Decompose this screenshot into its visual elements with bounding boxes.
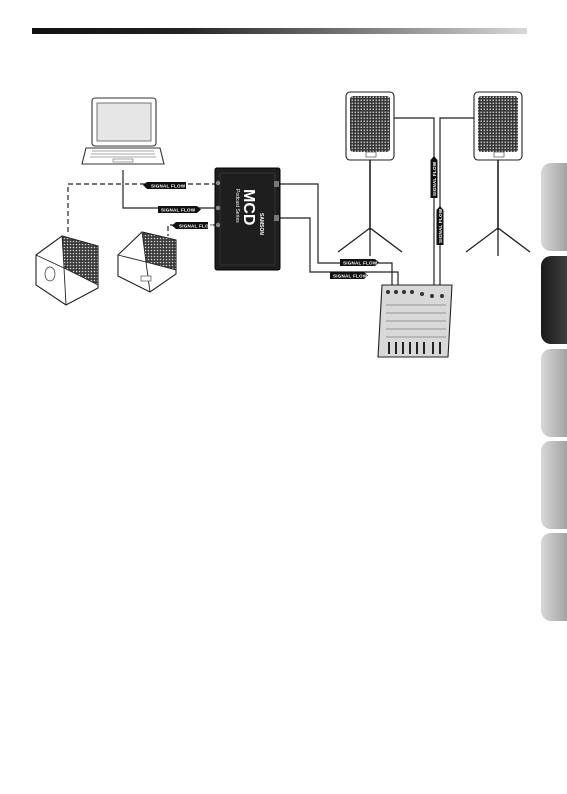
mcd-device: MCD Podcast Series SAMSON (215, 168, 280, 270)
svg-text:SIGNAL FLOW: SIGNAL FLOW (432, 161, 437, 196)
signal-flow-arrow: SIGNAL FLOW (330, 272, 368, 279)
signal-flow-arrow: SIGNAL FLOW (158, 206, 201, 213)
signal-flow-arrow: SIGNAL FLOW (340, 259, 379, 266)
signal-flow-arrow: SIGNAL FLOW (143, 182, 186, 189)
signal-flow-arrow: SIGNAL FLOW (431, 156, 438, 198)
floor-monitor-1 (36, 236, 98, 305)
svg-text:SIGNAL FLOW: SIGNAL FLOW (438, 208, 443, 243)
cable-mixer-speaker-1 (394, 118, 434, 290)
svg-text:SIGNAL FLOW: SIGNAL FLOW (343, 261, 378, 266)
cable-mixer-speaker-2 (440, 118, 474, 290)
device-logo: MCD (240, 189, 257, 225)
cable-device-mixer-2 (280, 218, 398, 290)
signal-flow-arrow: SIGNAL FLOW (437, 206, 444, 245)
signal-flow-arrow: SIGNAL FLOW (172, 222, 214, 229)
svg-text:SIGNAL FLOW: SIGNAL FLOW (161, 208, 196, 213)
svg-text:SIGNAL FLOW: SIGNAL FLOW (151, 184, 186, 189)
device-brand: SAMSON (258, 213, 264, 235)
floor-monitor-2 (118, 232, 176, 292)
svg-text:SIGNAL FLOW: SIGNAL FLOW (333, 274, 368, 279)
laptop (82, 98, 164, 164)
speaker-right (466, 92, 530, 256)
mixer (378, 285, 452, 357)
speaker-left (338, 92, 402, 256)
svg-text:SIGNAL FLOW: SIGNAL FLOW (179, 224, 214, 229)
device-series: Podcast Series (234, 189, 240, 223)
